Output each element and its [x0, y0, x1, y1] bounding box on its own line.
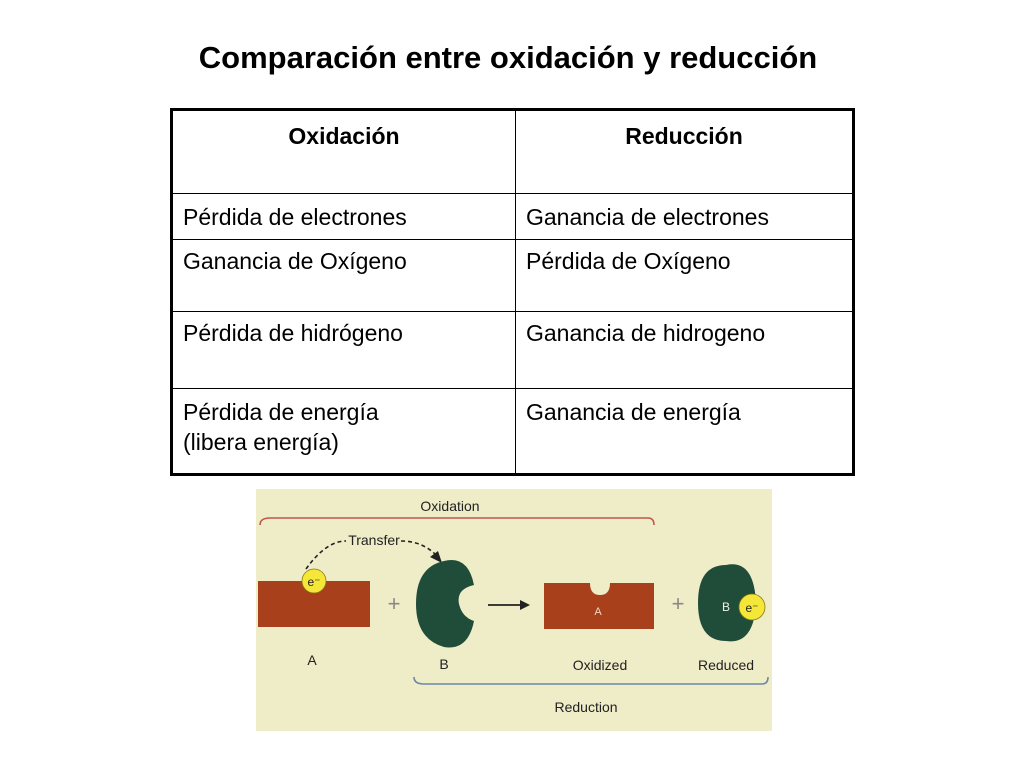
page-title: Comparación entre oxidación y reducción	[198, 40, 818, 75]
table-cell: Pérdida de Oxígeno	[515, 239, 854, 312]
plus-sign-1: +	[388, 591, 401, 616]
table-cell: Pérdida de hidrógeno	[171, 311, 516, 389]
oxidized-label: Oxidized	[573, 657, 627, 673]
table-row: Pérdida de electrones Ganancia de electr…	[171, 193, 854, 240]
reduction-bracket	[413, 676, 769, 685]
redox-diagram: Oxidation Transfer e⁻ A + B A Oxidized +…	[256, 489, 772, 731]
transfer-arrow	[305, 540, 437, 570]
reduction-label: Reduction	[554, 699, 617, 715]
electron-icon	[301, 568, 327, 594]
table-cell: Ganancia de energía	[515, 388, 854, 475]
oxidized-a-letter: A	[594, 606, 602, 618]
oxidation-bracket	[259, 517, 655, 526]
header-oxidacion: Oxidación	[171, 109, 516, 194]
header-reduccion: Reducción	[515, 109, 854, 194]
table-cell: Pérdida de energía (libera energía)	[171, 388, 516, 475]
table-row: Ganancia de Oxígeno Pérdida de Oxígeno	[171, 239, 854, 312]
plus-sign-2: +	[672, 591, 685, 616]
table-cell: Ganancia de hidrogeno	[515, 311, 854, 389]
reduced-b-letter: B	[722, 600, 730, 614]
molecule-b	[416, 560, 474, 648]
reduced-label: Reduced	[698, 657, 754, 673]
label-a: A	[307, 652, 317, 668]
oxidation-label: Oxidation	[420, 498, 479, 514]
reduced-electron-symbol: e⁻	[745, 601, 758, 615]
reduced-electron-icon	[738, 593, 766, 621]
reaction-arrowhead	[520, 600, 530, 610]
reduced-molecule-b	[698, 564, 756, 642]
electron-symbol: e⁻	[307, 575, 320, 589]
transfer-label: Transfer	[348, 532, 400, 548]
table-cell: Ganancia de Oxígeno	[171, 239, 516, 312]
table-cell: Ganancia de electrones	[515, 193, 854, 240]
table-row: Pérdida de energía (libera energía) Gana…	[171, 388, 854, 475]
transfer-arrowhead	[430, 551, 442, 563]
comparison-table: Oxidación Reducción Pérdida de electrone…	[170, 108, 855, 476]
table-cell: Pérdida de electrones	[171, 193, 516, 240]
label-b: B	[439, 656, 448, 672]
table-row: Pérdida de hidrógeno Ganancia de hidroge…	[171, 311, 854, 389]
oxidized-block-a	[544, 583, 654, 629]
table-header-row: Oxidación Reducción	[171, 109, 854, 194]
